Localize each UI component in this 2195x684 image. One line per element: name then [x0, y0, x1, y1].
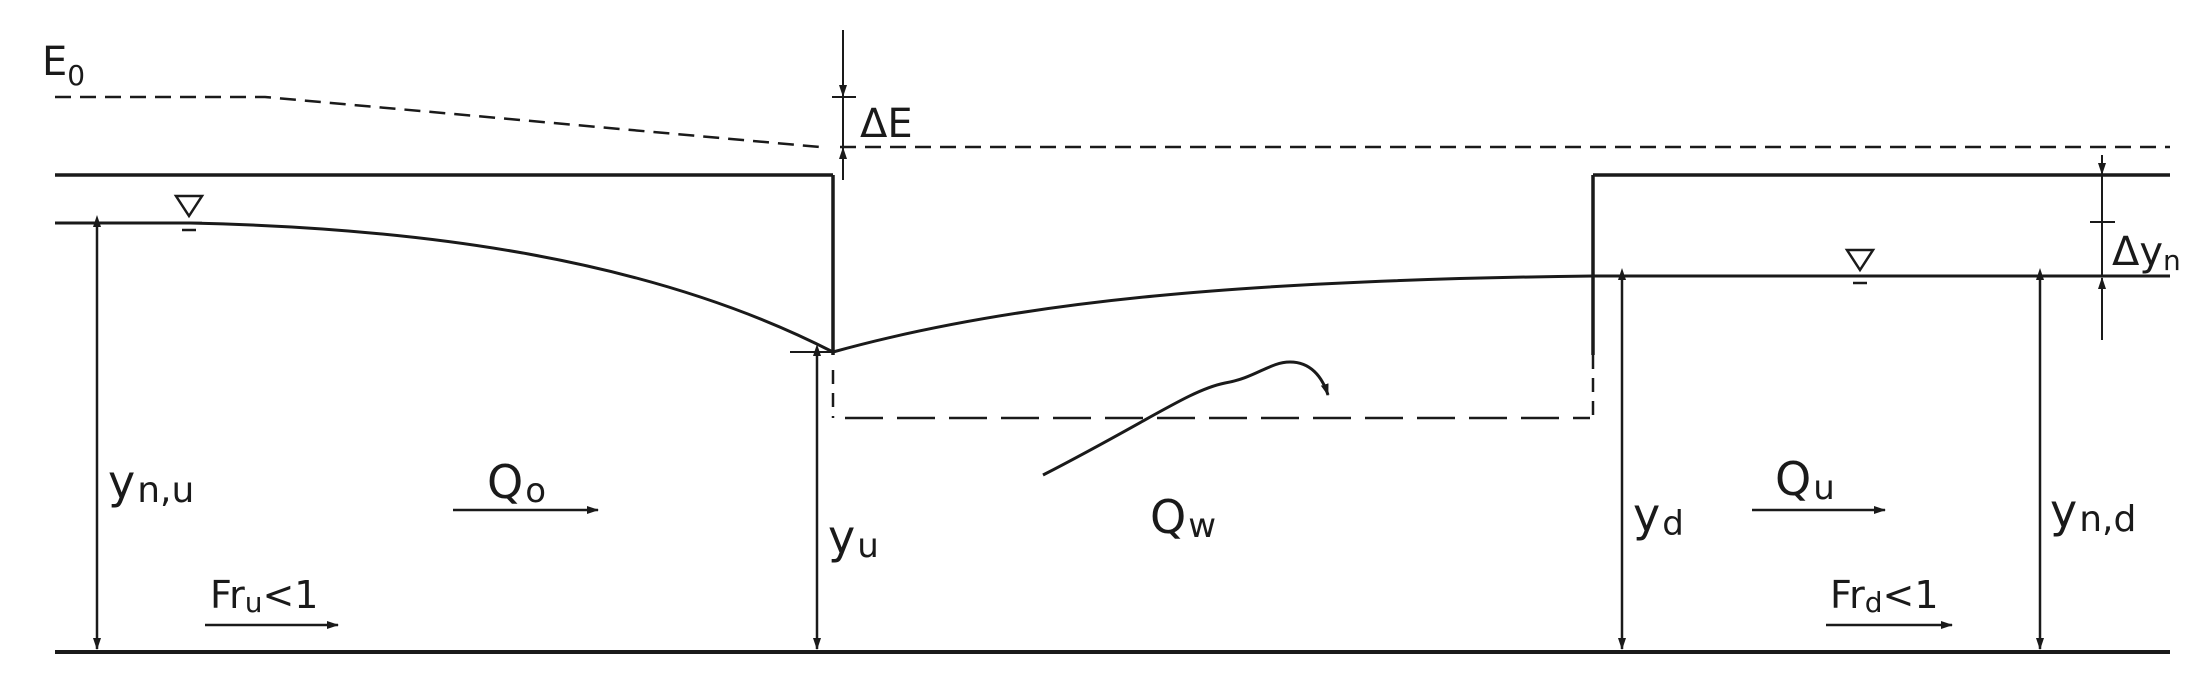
- delta-yn-label: Δyn: [2112, 229, 2181, 277]
- water-level-symbol-downstream: [1844, 248, 1876, 285]
- qu-label: Qu: [1775, 452, 1835, 508]
- yd-label: yd: [1633, 488, 1684, 544]
- ynd-label: yn,d: [2050, 484, 2136, 540]
- energy-level-label: E0: [42, 39, 85, 92]
- yu-label: yu: [828, 510, 879, 566]
- ynu-label: yn,u: [108, 455, 194, 511]
- energy-line-upstream: [55, 95, 821, 149]
- delta-e-label: ΔE: [860, 101, 913, 147]
- qo-label: Qo: [487, 455, 546, 511]
- qw-label: Qw: [1150, 490, 1216, 546]
- fru-label: Fru<1: [210, 573, 319, 619]
- frd-label: Frd<1: [1830, 573, 1939, 619]
- qw-lateral-flow-arrow: [1042, 360, 1330, 477]
- water-surface-profile: [55, 221, 2170, 354]
- water-level-symbol-upstream: [173, 194, 205, 232]
